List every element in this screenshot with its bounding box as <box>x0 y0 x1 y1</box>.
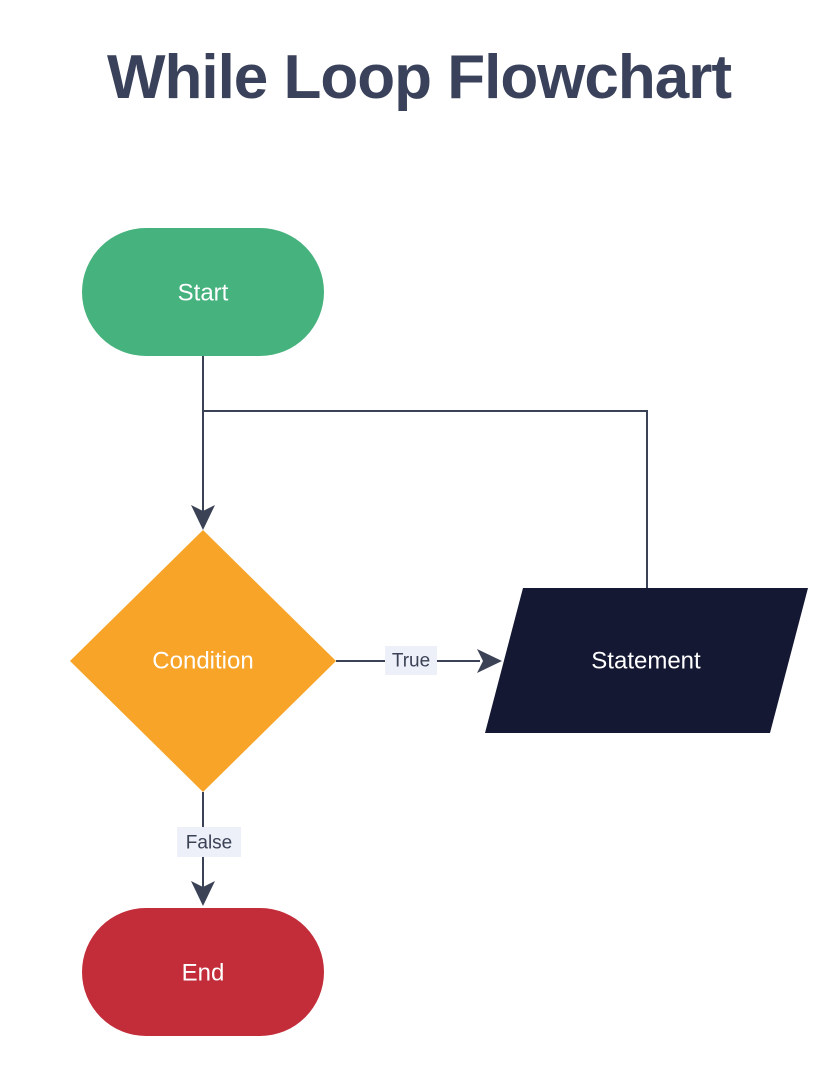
arrowhead-into-condition <box>191 505 215 530</box>
node-condition-label: Condition <box>152 648 253 675</box>
node-start-label: Start <box>178 280 229 307</box>
node-end <box>82 908 324 1036</box>
edge-label-true-bg <box>385 646 437 675</box>
node-statement <box>485 588 808 733</box>
page-title: While Loop Flowchart <box>106 43 732 112</box>
edge-statement-loopback <box>203 410 648 588</box>
edge-label-false-bg <box>177 827 241 857</box>
arrowhead-into-statement <box>477 649 502 673</box>
edge-label-true: True <box>392 651 430 672</box>
node-condition <box>70 530 336 792</box>
node-statement-label: Statement <box>591 648 701 675</box>
arrowhead-into-end <box>191 881 215 906</box>
edge-label-false: False <box>186 833 232 854</box>
node-end-label: End <box>182 960 225 987</box>
node-start <box>82 228 324 356</box>
